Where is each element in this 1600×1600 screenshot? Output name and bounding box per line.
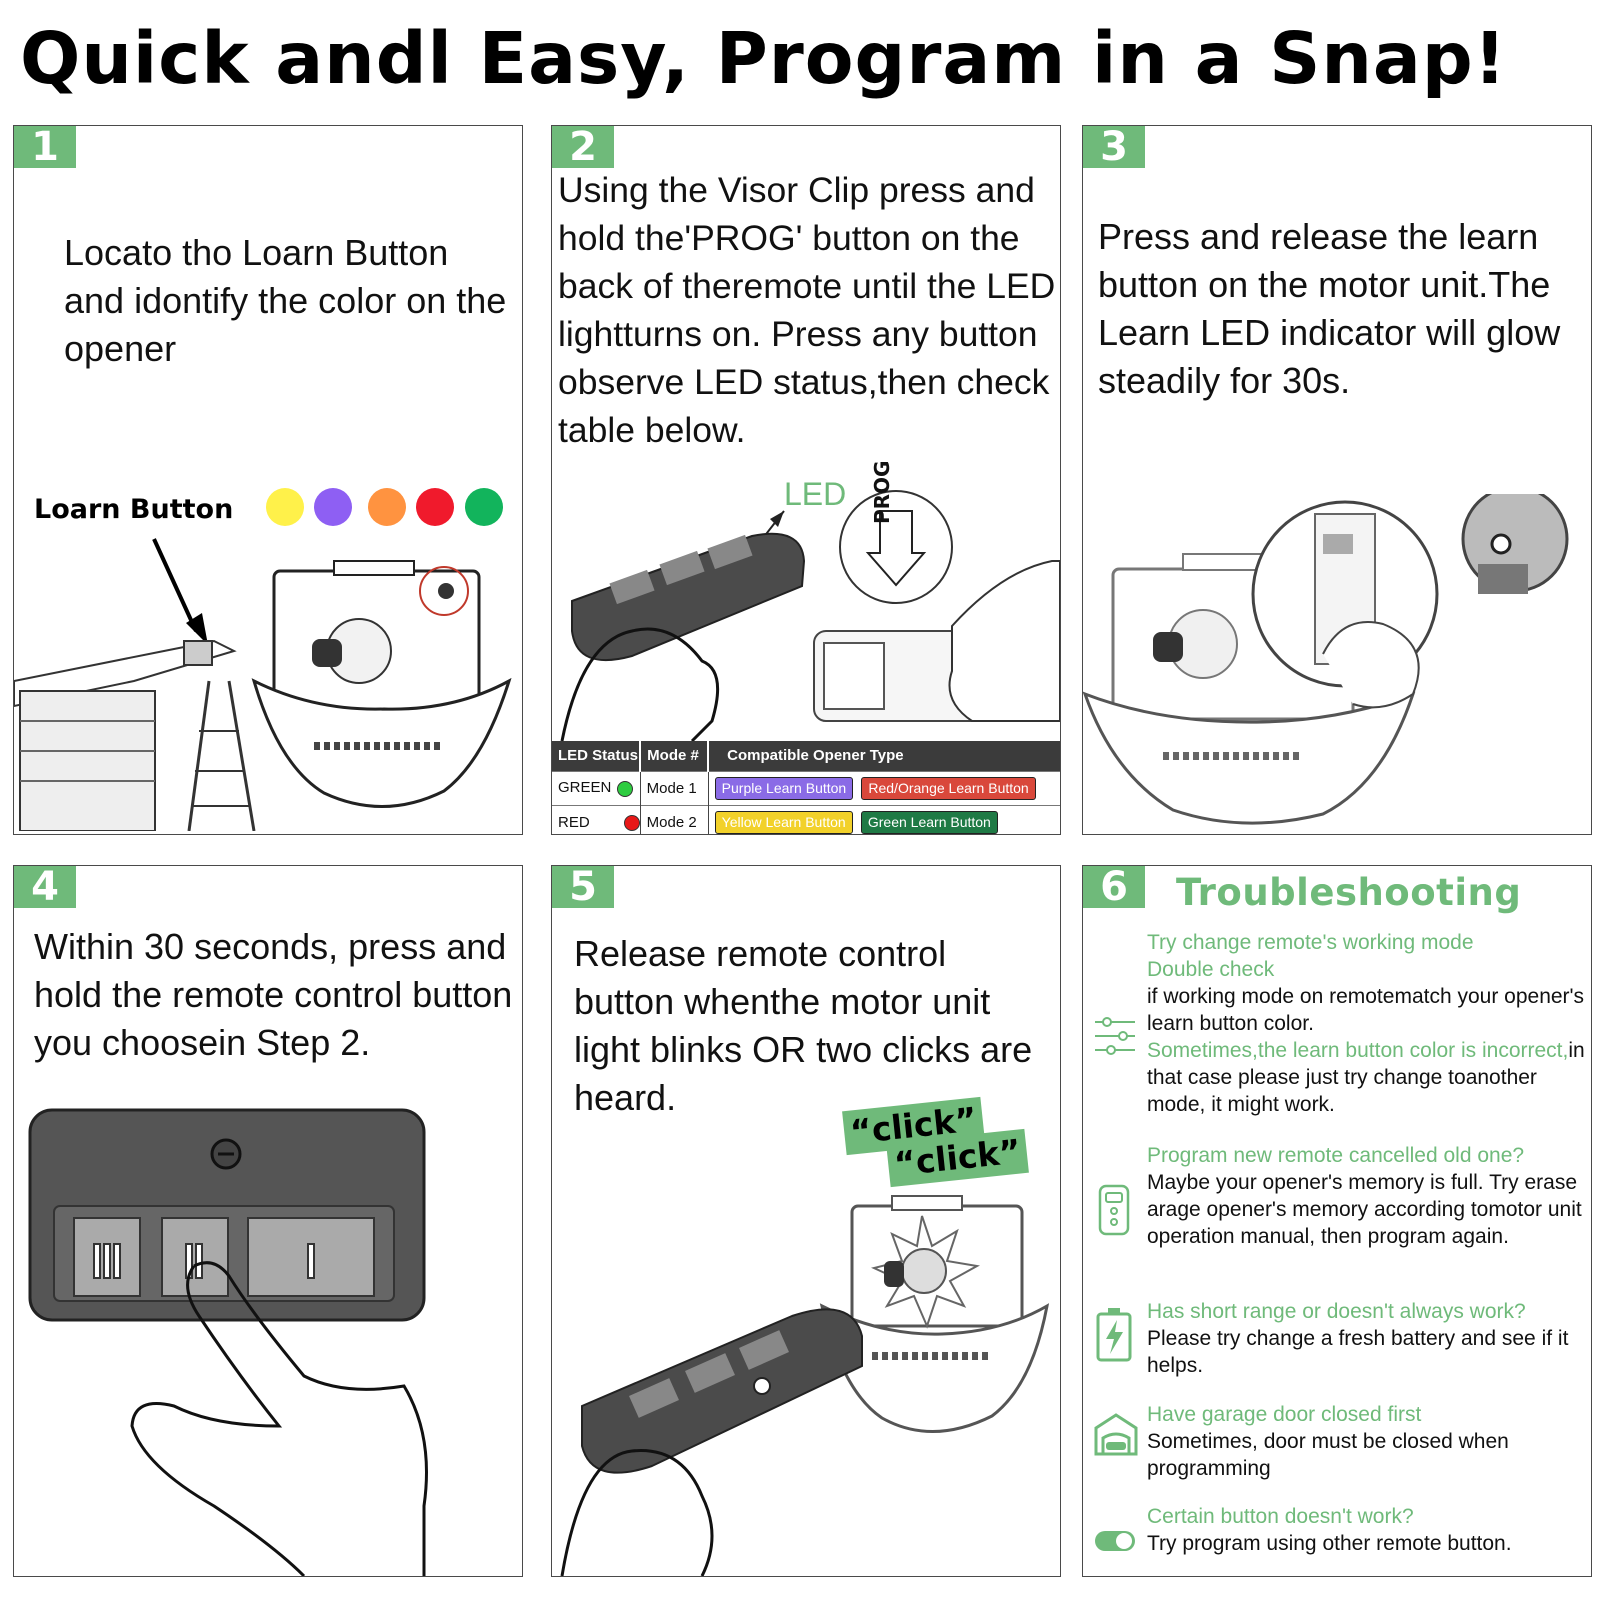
step-number: 5 (552, 866, 614, 908)
learn-button-label: Loarn Button (34, 494, 234, 525)
step-number: 1 (14, 126, 76, 168)
step-number: 6 (1083, 866, 1145, 908)
opener-type-badge: Red/Orange Learn Button (861, 776, 1036, 800)
remote-button-press-illustration (28, 1108, 428, 1576)
yellow-color-dot (266, 488, 304, 526)
remote-with-visor-clip-illustration (560, 490, 1060, 741)
red-color-dot (416, 488, 454, 526)
green-led-icon (617, 780, 634, 797)
troubleshoot-item: Certain button doesn't work? Try program… (1147, 1503, 1587, 1557)
table-row: RED Mode 2 Yellow Learn Button Green Lea… (552, 804, 1060, 834)
red-led-icon (623, 814, 640, 831)
page-title: Quick andl Easy, Program in a Snap! (20, 17, 1508, 100)
step-4-instruction: Within 30 seconds, press and hold the re… (34, 926, 513, 1063)
garage-icon (1094, 1413, 1138, 1456)
table-header: Mode # (640, 741, 710, 771)
step-3-instruction: Press and release the learn button on th… (1098, 216, 1561, 401)
troubleshoot-answer: Sometimes, door must be closed when prog… (1147, 1430, 1509, 1480)
troubleshoot-answer: Try program using other remote button. (1147, 1532, 1512, 1555)
garage-opener-illustration (14, 538, 512, 831)
troubleshoot-question: Certain button doesn't work? (1147, 1505, 1414, 1528)
orange-color-dot (368, 488, 406, 526)
mode-cell: Mode 2 (640, 804, 709, 834)
opener-type-badge: Green Learn Button (860, 810, 998, 834)
step-1-instruction: Locato tho Loarn Button and idontify the… (64, 232, 507, 369)
step-2-panel: 2 Using the Visor Clip press and hold th… (551, 125, 1061, 835)
opener-type-badge: Yellow Learn Button (714, 810, 853, 834)
purple-color-dot (314, 488, 352, 526)
led-status-cell: RED (558, 813, 590, 831)
troubleshoot-question: Program new remote cancelled old one? (1147, 1144, 1525, 1167)
troubleshoot-question: Has short range or doesn't always work? (1147, 1300, 1526, 1323)
table-row: GREEN Mode 1 Purple Learn Button Red/Ora… (552, 770, 1060, 805)
troubleshoot-question: Try change remote's working mode (1147, 931, 1474, 954)
troubleshoot-question: Sometimes,the learn button color is inco… (1147, 1039, 1569, 1062)
step-5-instruction: Release remote control button whenthe mo… (574, 933, 1033, 1118)
step-number: 3 (1083, 126, 1145, 168)
troubleshoot-question: Double check (1147, 958, 1275, 981)
step-4-panel: 4 Within 30 seconds, press and hold the … (13, 865, 523, 1577)
troubleshooting-title: Troubleshooting (1176, 871, 1522, 914)
step-number: 2 (552, 126, 614, 168)
motor-unit-learn-button-illustration (1083, 494, 1569, 825)
led-label: LED (784, 476, 847, 512)
toggle-icon (1095, 1531, 1135, 1551)
step-2-instruction: Using the Visor Clip press and hold the'… (558, 170, 1056, 450)
step-1-panel: 1 Locato tho Loarn Button and idontify t… (13, 125, 523, 835)
troubleshoot-answer: Please try change a fresh battery and se… (1147, 1327, 1569, 1377)
remote-icon (1098, 1184, 1130, 1236)
battery-icon (1096, 1308, 1132, 1362)
step-3-panel: 3 Press and release the learn button on … (1082, 125, 1592, 835)
green-color-dot (465, 488, 503, 526)
table-header: LED Status (552, 741, 642, 771)
table-header: Compatible Opener Type (708, 741, 1060, 771)
troubleshoot-item: Has short range or doesn't always work? … (1147, 1298, 1587, 1379)
step-number: 4 (14, 866, 76, 908)
led-status-table: LED Status Mode # Compatible Opener Type… (552, 741, 1060, 834)
motor-unit-blink-illustration (560, 1195, 1050, 1576)
opener-type-badge: Purple Learn Button (714, 776, 854, 800)
troubleshoot-item: Try change remote's working mode Double … (1147, 929, 1587, 1118)
troubleshoot-item: Program new remote cancelled old one? Ma… (1147, 1142, 1587, 1250)
troubleshoot-answer: Maybe your opener's memory is full. Try … (1147, 1171, 1582, 1248)
sliders-icon (1095, 1017, 1135, 1055)
mode-cell: Mode 1 (640, 770, 709, 805)
step-5-panel: 5 Release remote control button whenthe … (551, 865, 1061, 1577)
troubleshoot-item: Have garage door closed first Sometimes,… (1147, 1401, 1587, 1482)
troubleshoot-answer: if working mode on remotematch your open… (1147, 985, 1585, 1035)
step-6-panel: 6 Troubleshooting Try change remote's wo… (1082, 865, 1592, 1577)
prog-label: PROG (870, 460, 894, 524)
troubleshoot-question: Have garage door closed first (1147, 1403, 1422, 1426)
led-status-cell: GREEN (558, 779, 612, 797)
troubleshoot-answer: in that case please just try change toan… (1147, 1039, 1585, 1116)
